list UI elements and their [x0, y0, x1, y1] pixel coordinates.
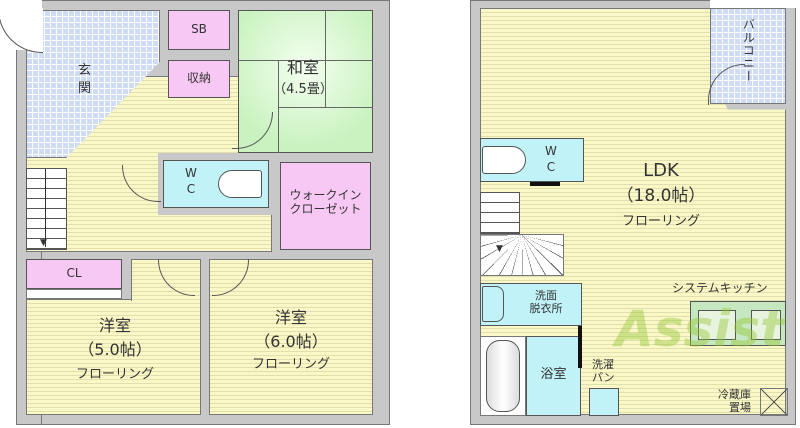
youshitsu-6-size: （6.0帖） — [254, 332, 328, 351]
sink-icon — [482, 286, 504, 322]
sb-label: SB — [191, 22, 207, 36]
youshitsu-5 — [26, 299, 201, 415]
toilet-2f-icon — [482, 146, 526, 174]
sentaku-label: 洗濯 パン — [592, 358, 615, 385]
fridge-space — [760, 388, 788, 416]
youshitsu-6-label: 洋室 — [274, 308, 307, 327]
tatami-line-v2 — [278, 60, 279, 153]
cl-closet[interactable] — [26, 259, 122, 289]
wc-1f-label: W C — [185, 166, 197, 196]
genkan-label: 玄 関 — [78, 63, 92, 96]
washing-pan — [589, 388, 619, 416]
walkin-closet[interactable] — [280, 162, 371, 250]
stairs-arrow-icon — [45, 169, 46, 247]
bath-label: 浴室 — [540, 367, 567, 382]
washitsu-label: 和室 — [286, 58, 319, 77]
walkin-label: ウォークイン クローゼット — [289, 188, 362, 217]
youshitsu-5-floor: フローリング — [75, 367, 154, 382]
stairs-arrow-head-icon: ▼ — [40, 238, 47, 248]
cl-doors[interactable] — [26, 289, 122, 299]
bath — [526, 336, 581, 416]
tatami-lines — [238, 60, 373, 153]
reizouko-label: 冷蔵庫 置場 — [718, 388, 751, 415]
bath-door[interactable] — [578, 326, 582, 368]
youshitsu-5-label: 洋室 — [98, 316, 131, 335]
stairs-1f[interactable] — [26, 168, 67, 250]
ldk-size: （18.0帖） — [616, 186, 706, 206]
washitsu-size: （4.5畳） — [273, 82, 333, 97]
bathtub-icon — [486, 340, 520, 412]
youshitsu-6-floor: フローリング — [251, 357, 330, 372]
stairs-2f-arrow-icon: ▼ — [496, 244, 503, 254]
ldk-floor: フローリング — [621, 214, 700, 229]
stove-icon — [751, 310, 781, 340]
shuno-label: 収納 — [186, 71, 211, 85]
wc-2f-label: W C — [545, 144, 557, 174]
senmen-label: 洗面 脱衣所 — [529, 289, 563, 316]
toilet-icon — [218, 170, 262, 198]
stairs-2f[interactable] — [480, 192, 520, 234]
kitchen-sink-icon — [698, 310, 736, 340]
shuno-closet[interactable] — [168, 60, 230, 98]
ldk-label: LDK — [643, 160, 679, 181]
tatami-line-v1 — [325, 10, 326, 108]
stairs-2f-winder[interactable] — [480, 234, 564, 276]
tatami-line-h — [278, 107, 373, 108]
floor2-balcony-notch — [710, 0, 800, 8]
sb-closet[interactable] — [168, 10, 230, 50]
youshitsu-5-size: （5.0帖） — [78, 340, 152, 359]
cl-label: CL — [66, 266, 82, 280]
assist-watermark: Assist — [615, 300, 785, 358]
wc-2f-door[interactable] — [530, 182, 560, 186]
kitchen-label: システムキッチン — [672, 281, 768, 295]
